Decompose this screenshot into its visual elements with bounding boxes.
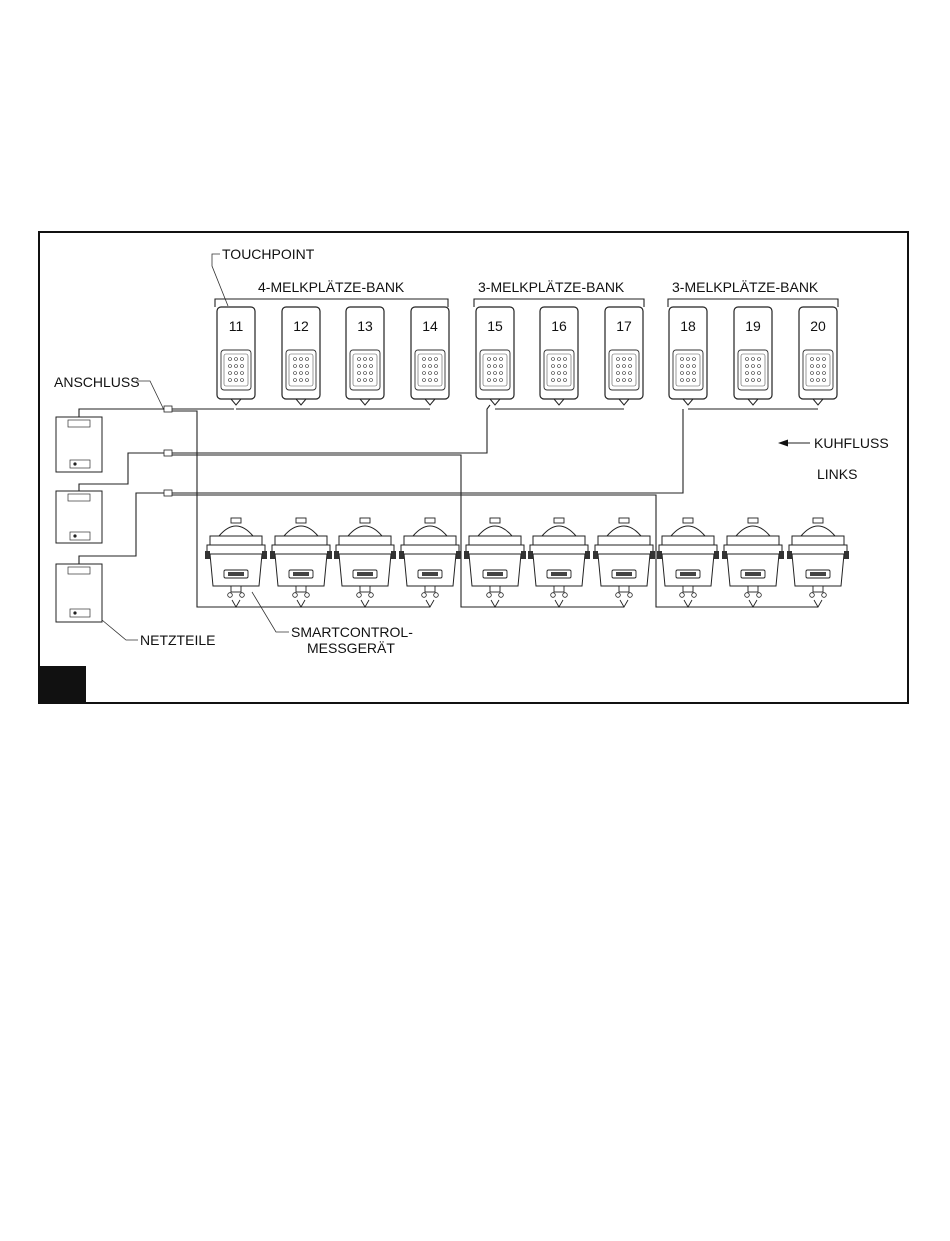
smartcontrol-meter-13 [334, 518, 396, 607]
corner-block [40, 666, 86, 702]
bracket-bank-3a [474, 299, 644, 307]
power-supply-2 [56, 491, 102, 543]
label-links: LINKS [817, 466, 857, 482]
junction-2 [164, 450, 172, 456]
smartcontrol-meter-18 [657, 518, 719, 607]
stall-number-14: 14 [422, 318, 438, 334]
bracket-bank-3b [668, 299, 838, 307]
stall-number-15: 15 [487, 318, 503, 334]
label-messgeraet: MESSGERÄT [307, 640, 395, 656]
smartcontrol-meter-19 [722, 518, 784, 607]
smartcontrol-meter-11 [205, 518, 267, 607]
stall-number-16: 16 [551, 318, 567, 334]
stall-number-13: 13 [357, 318, 373, 334]
power-supply-1 [56, 417, 102, 472]
meter-group [205, 518, 849, 607]
smartcontrol-meter-15 [464, 518, 526, 607]
stall-number-11: 11 [229, 318, 244, 334]
label-netzteile: NETZTEILE [140, 632, 215, 648]
touchpoint-17: 17 [605, 307, 643, 405]
junction-3 [164, 490, 172, 496]
label-smartcontrol: SMARTCONTROL- [291, 624, 413, 640]
power-supply-3 [56, 564, 102, 622]
label-anschluss: ANSCHLUSS [54, 374, 140, 390]
label-bank-3b: 3-MELKPLÄTZE-BANK [672, 279, 819, 295]
touchpoint-group: 11 12 13 14 15 16 17 18 19 20 [217, 307, 837, 405]
stall-number-18: 18 [680, 318, 696, 334]
stall-number-20: 20 [810, 318, 826, 334]
stall-number-19: 19 [745, 318, 761, 334]
bracket-bank-4 [215, 299, 448, 307]
touchpoint-11: 11 [217, 307, 255, 405]
smartcontrol-meter-14 [399, 518, 461, 607]
junction-1 [164, 406, 172, 412]
touchpoint-18: 18 [669, 307, 707, 405]
label-kuhfluss: KUHFLUSS [814, 435, 889, 451]
stall-number-12: 12 [293, 318, 309, 334]
touchpoint-15: 15 [476, 307, 514, 405]
touchpoint-16: 16 [540, 307, 578, 405]
label-bank-4: 4-MELKPLÄTZE-BANK [258, 279, 405, 295]
touchpoint-13: 13 [346, 307, 384, 405]
touchpoint-20: 20 [799, 307, 837, 405]
touchpoint-12: 12 [282, 307, 320, 405]
label-bank-3a: 3-MELKPLÄTZE-BANK [478, 279, 625, 295]
smartcontrol-meter-16 [528, 518, 590, 607]
label-touchpoint: TOUCHPOINT [222, 246, 315, 262]
smartcontrol-meter-12 [270, 518, 332, 607]
stall-number-17: 17 [616, 318, 632, 334]
touchpoint-14: 14 [411, 307, 449, 405]
touchpoint-19: 19 [734, 307, 772, 405]
smartcontrol-meter-20 [787, 518, 849, 607]
smartcontrol-meter-17 [593, 518, 655, 607]
